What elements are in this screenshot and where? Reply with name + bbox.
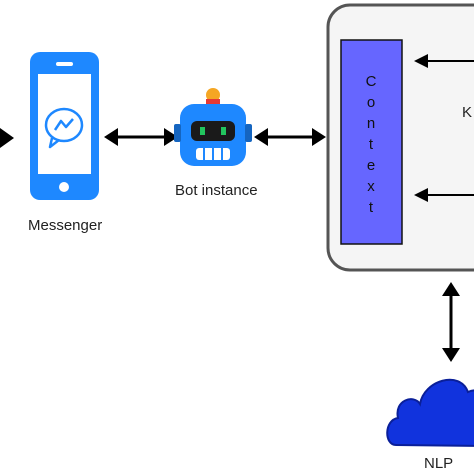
arrow-bot-container — [254, 128, 326, 146]
messenger-label: Messenger — [28, 217, 103, 234]
left-edge-arrow — [0, 128, 14, 148]
arrow-container-nlp — [442, 282, 460, 362]
messenger-bubble-icon — [44, 107, 84, 149]
nlp-label: NLP — [424, 455, 454, 472]
context-letter: C — [366, 73, 377, 90]
context-box — [340, 39, 403, 245]
arrow-to-context-bottom — [414, 188, 474, 202]
context-letter: t — [369, 199, 374, 216]
arrow-messenger-bot — [104, 128, 178, 146]
robot-icon — [174, 88, 252, 166]
cloud-icon — [386, 378, 474, 447]
context-letter: x — [367, 178, 375, 195]
bot-instance-label: Bot instance — [175, 182, 258, 199]
partial-right-label: K — [462, 104, 473, 121]
context-letter: e — [367, 157, 375, 174]
arrow-to-context-top — [414, 54, 474, 68]
phone-messenger-icon — [30, 52, 99, 200]
context-letter: t — [369, 136, 374, 153]
context-letter: o — [367, 94, 375, 111]
context-letter: n — [367, 115, 375, 132]
